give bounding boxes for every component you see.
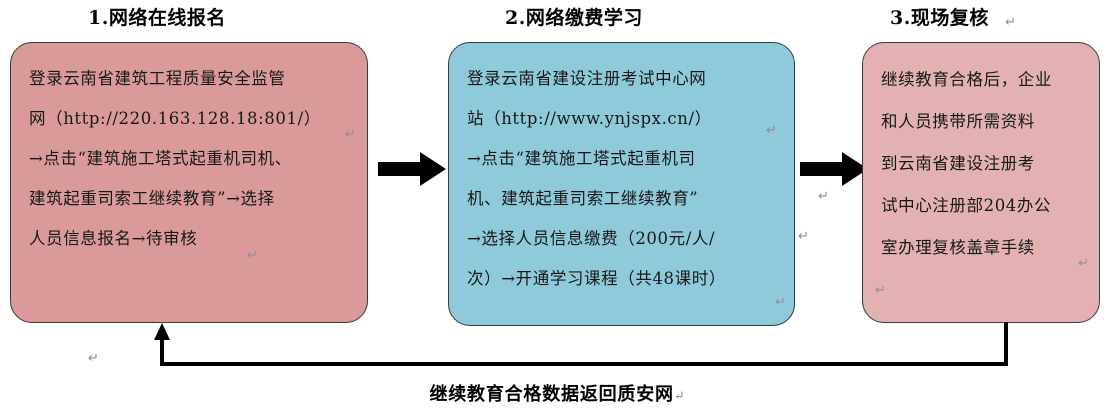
pilcrow-mark-box2-b: ↵ — [798, 229, 809, 244]
pilcrow-mark-below-box1: ↵ — [88, 351, 99, 366]
pilcrow-mark-title3: ↵ — [1005, 15, 1016, 30]
feedback-caption: 继续教育合格数据返回质安网↵ — [0, 380, 1115, 406]
box2-line-5: →选择人员信息缴费（200元/人/ — [467, 229, 716, 248]
pilcrow-mark-box1-b: ↵ — [247, 248, 258, 263]
feedback-line-horizontal — [160, 362, 1008, 366]
box3-line-5: 室办理复核盖章手续 — [881, 238, 1035, 257]
box3-line-4: 试中心注册部204办公 — [881, 196, 1052, 215]
box3-line-1: 继续教育合格后，企业 — [881, 70, 1052, 89]
feedback-caption-text: 继续教育合格数据返回质安网 — [429, 384, 674, 405]
box2-line-6: 次）→开通学习课程（共48课时） — [467, 269, 726, 288]
step-2-title: 2.网络缴费学习 — [505, 7, 643, 29]
feedback-line-vertical-left — [160, 338, 164, 366]
feedback-arrowhead-icon — [154, 323, 170, 340]
process-box-step-1: 登录云南省建筑工程质量安全监管 网（http://220.163.128.18:… — [10, 42, 368, 323]
box2-line-3: →点击“建筑施工塔式起重机司 — [467, 149, 696, 168]
box1-line-3: →点击“建筑施工塔式起重机司机、 — [29, 149, 292, 168]
step-1-title: 1.网络在线报名 — [88, 7, 226, 29]
box2-line-1: 登录云南省建设注册考试中心网 — [467, 69, 707, 88]
process-box-step-2: 登录云南省建设注册考试中心网 站（http://www.ynjspx.cn/） … — [448, 42, 795, 326]
pilcrow-mark-box2-c: ↵ — [775, 295, 786, 310]
box1-line-2: 网（http://220.163.128.18:801/） — [29, 109, 321, 128]
pilcrow-mark-box1-a: ↵ — [345, 127, 356, 142]
feedback-line-vertical-right — [1004, 322, 1008, 366]
arrow-step1-to-step2 — [378, 152, 446, 186]
process-box-step-3: 继续教育合格后，企业 和人员携带所需资料 到云南省建设注册考 试中心注册部204… — [862, 42, 1100, 323]
box3-line-3: 到云南省建设注册考 — [881, 154, 1035, 173]
pilcrow-mark-between-box2-box3: ↵ — [818, 189, 829, 204]
arrow-step2-to-step3 — [800, 152, 868, 186]
box1-line-4: 建筑起重司索工继续教育”→选择 — [29, 189, 275, 208]
box2-line-4: 机、建筑起重司索工继续教育” — [467, 189, 699, 208]
box1-line-5: 人员信息报名→待审核 — [29, 229, 198, 248]
box3-line-2: 和人员携带所需资料 — [881, 112, 1035, 131]
pilcrow-mark-box2-a: ↵ — [766, 123, 777, 138]
box1-line-1: 登录云南省建筑工程质量安全监管 — [29, 69, 286, 88]
pilcrow-mark-box3-b: ↵ — [875, 283, 886, 298]
pilcrow-mark-box3-a: ↵ — [1078, 256, 1089, 271]
step-3-title: 3.现场复核 — [890, 7, 989, 29]
box2-line-2: 站（http://www.ynjspx.cn/） — [467, 109, 712, 128]
pilcrow-mark-caption: ↵ — [673, 389, 686, 404]
